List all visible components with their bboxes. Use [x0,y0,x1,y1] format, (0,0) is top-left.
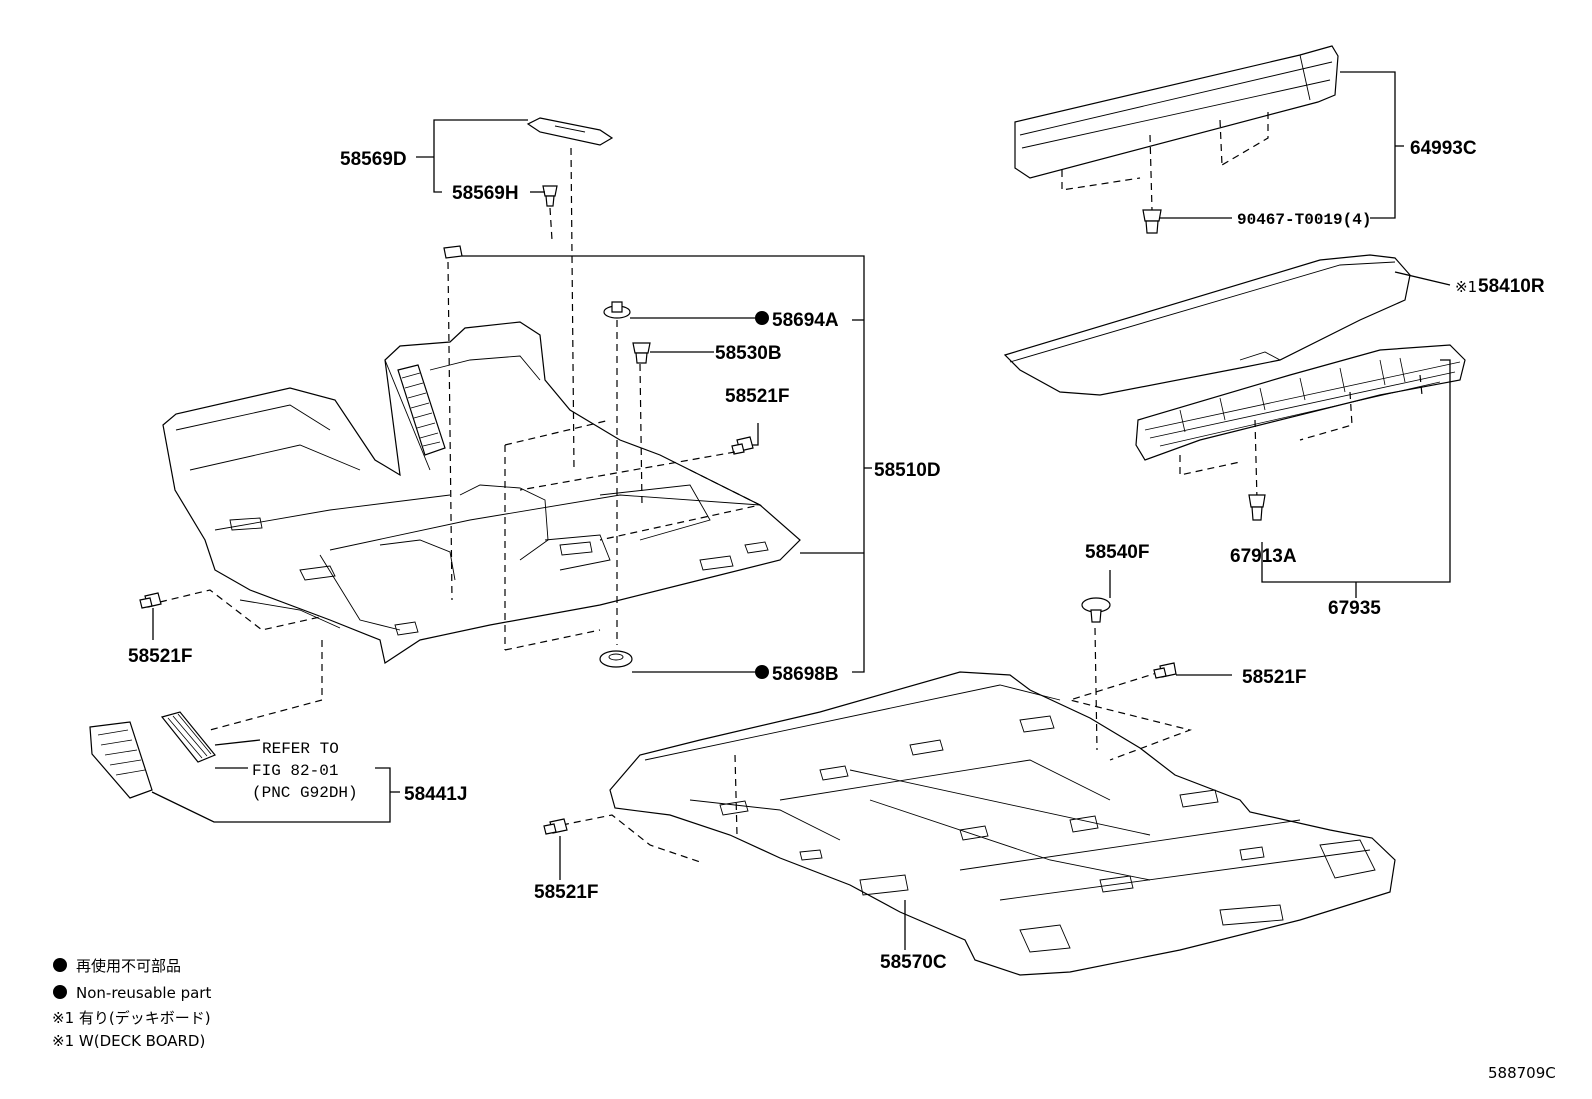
rear-floor-carpet [609,671,1396,976]
legend-dot-2 [53,985,67,999]
clip-58540F-icon [1081,597,1111,623]
grille-82-01 [160,711,216,763]
label-58698B: 58698B [772,664,839,685]
legend-jp-non-reusable: 再使用不可部品 [76,957,181,975]
label-58510D: 58510D [874,460,941,481]
clip-90467-icon [1142,209,1162,234]
label-58570C: 58570C [880,952,947,973]
clip-58521F-top-icon [731,436,754,455]
legend-note-jp: ※1 有り(デッキボード) [52,1009,211,1027]
front-floor-carpet [162,321,801,664]
legend-en-non-reusable: Non-reusable part [76,984,211,1002]
label-58694A: 58694A [772,310,839,331]
label-90467: 90467-T0019(4) [1237,211,1371,229]
label-58410R: 58410R [1478,276,1545,297]
mat-58441J [89,721,153,799]
label-58569D: 58569D [340,149,407,170]
label-67913A: 67913A [1230,546,1297,567]
clip-67913A-icon [1248,494,1266,521]
label-58530B: 58530B [715,343,782,364]
legend: 再使用不可部品 Non-reusable part ※1 有り(デッキボード) … [52,957,211,1050]
clip-58569H-icon [542,185,558,207]
label-58521F-left: 58521F [128,646,192,667]
clip-58521F-right-icon [1153,662,1177,679]
label-58569H: 58569H [452,183,519,204]
refer-note-line1: REFER TO [262,740,339,758]
clip-58521F-bottom-icon [543,818,568,835]
legend-note-en: ※1 W(DECK BOARD) [52,1032,205,1050]
label-58441J: 58441J [404,784,467,805]
clip-58694A-icon [603,301,631,319]
trim-67935 [1135,344,1466,461]
refer-note-line3: (PNC G92DH) [252,784,358,802]
leader-lines [151,71,1451,950]
label-58521F-bottom: 58521F [534,882,598,903]
non-reusable-dot-58694A [755,311,769,325]
grommet-58698B-icon [599,650,633,668]
diagram-id: 588709C [1488,1064,1556,1082]
clip-58530B-icon [632,342,651,364]
label-58521F-right: 58521F [1242,667,1306,688]
deck-board-58410R [1003,254,1411,396]
pad-58569D [526,117,614,146]
label-58540F: 58540F [1085,542,1149,563]
non-reusable-dot-58698B [755,665,769,679]
clip-58521F-left-icon [139,592,162,609]
carpet-patch [443,245,463,259]
label-58521F-top: 58521F [725,386,789,407]
refer-note-line2: FIG 82-01 [252,762,338,780]
legend-dot-1 [53,958,67,972]
label-58410R-mark: ※1 [1455,278,1477,296]
label-67935: 67935 [1328,598,1381,619]
rail-64993C [1014,45,1339,179]
label-64993C: 64993C [1410,138,1477,159]
